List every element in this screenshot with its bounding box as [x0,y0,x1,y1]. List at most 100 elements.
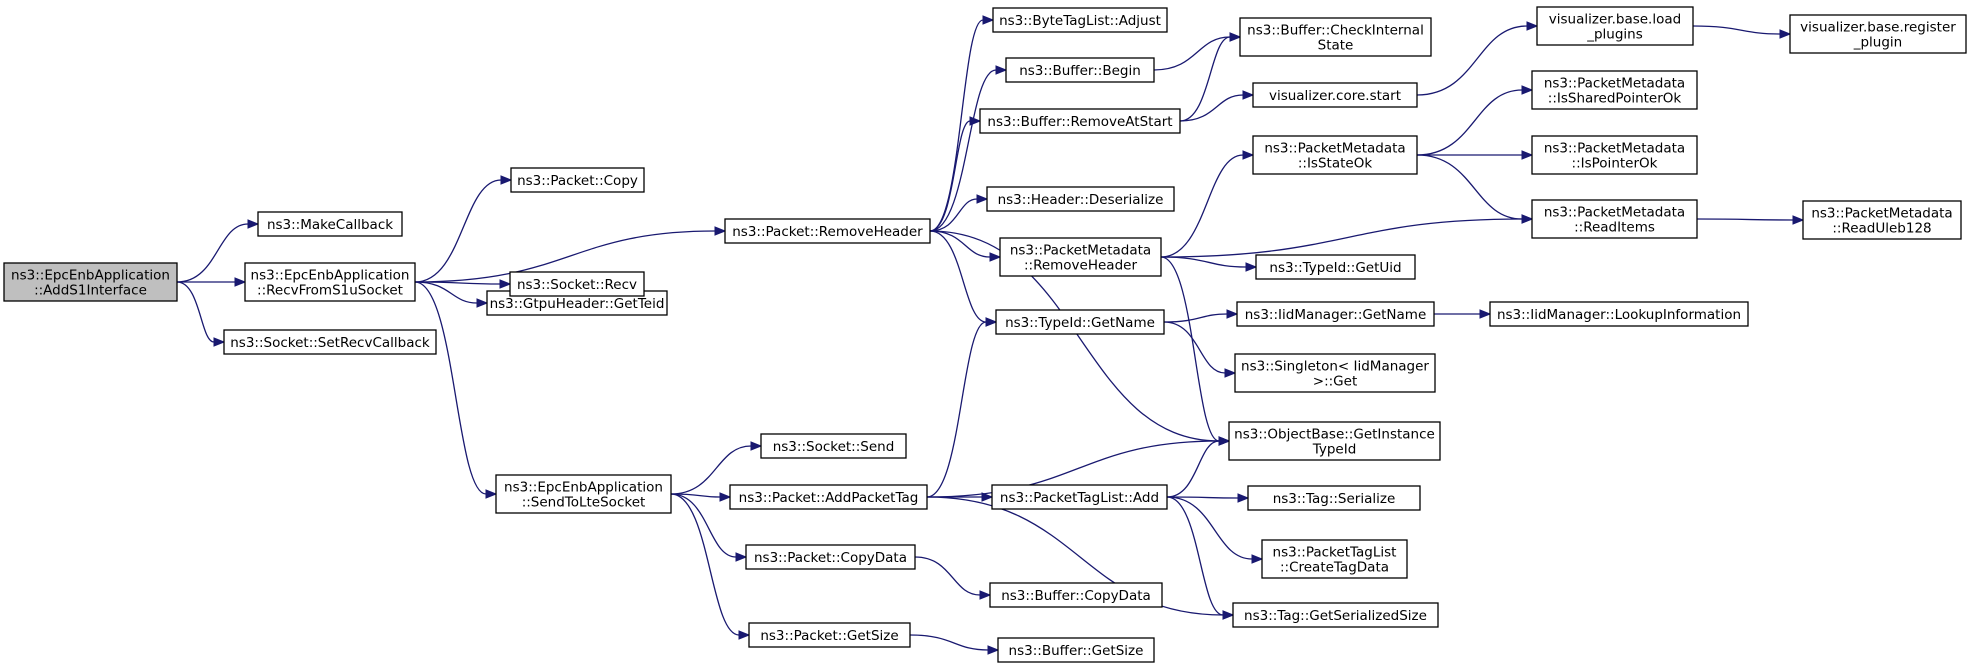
edge-line [414,281,487,495]
call-edge [1166,436,1231,498]
call-edge [1696,215,1805,225]
node-box [510,167,645,193]
graph-node[interactable]: ns3::PacketMetadata::IsPointerOk [1531,135,1698,175]
node-box [979,108,1181,134]
graph-node[interactable]: ns3::Buffer::CopyData [989,582,1163,608]
node-label: ns3::Packet::Copy [517,173,638,189]
graph-node[interactable]: ns3::PacketMetadata::IsSharedPointerOk [1531,70,1698,110]
graph-node[interactable]: ns3::Buffer::GetSize [997,637,1155,663]
node-box [729,484,928,510]
call-edge [1416,21,1539,96]
node-box [999,237,1162,277]
node-box [509,271,645,297]
node-box [991,484,1168,510]
edge-line [1416,154,1523,220]
graph-node[interactable]: ns3::Socket::Send [760,433,907,459]
edge-line [1160,256,1220,442]
edge-line [414,230,716,283]
graph-node[interactable]: ns3::PacketMetadata::ReadUleb128 [1802,200,1962,240]
arrowhead-icon [1521,150,1534,160]
node-label: ::ReadUleb128 [1832,221,1931,237]
node-box [1252,135,1418,175]
arrowhead-icon [1792,215,1805,225]
call-edge [670,493,751,640]
edge-line [670,445,752,495]
edge-line [1163,321,1226,374]
node-label: ns3::Packet::AddPacketTag [739,490,919,506]
call-edge [176,277,247,287]
arrowhead-icon [1242,150,1255,160]
graph-node[interactable]: ns3::Tag::Serialize [1247,485,1421,511]
node-label: ns3::MakeCallback [267,217,393,233]
arrowhead-icon [485,489,498,499]
node-label: ns3::Tag::GetSerializedSize [1244,608,1427,624]
edge-line [1166,440,1220,498]
graph-node[interactable]: ns3::IidManager::GetName [1236,301,1435,327]
arrowhead-icon [1222,610,1235,620]
node-box [760,433,907,459]
node-box [986,186,1175,212]
graph-node[interactable]: ns3::Buffer::Begin [1005,57,1155,83]
node-box [724,218,931,244]
edge-line [1696,218,1794,221]
node-label: ns3::PacketTagList [1273,545,1397,561]
graph-node[interactable]: ns3::TypeId::GetName [995,309,1165,335]
edge-layer [176,15,1805,655]
graph-node[interactable]: ns3::IidManager::LookupInformation [1489,301,1749,327]
arrowhead-icon [500,175,513,185]
graph-node[interactable]: ns3::ByteTagList::Adjust [992,7,1168,33]
node-label: ns3::EpcEnbApplication [11,268,170,284]
graph-node[interactable]: ns3::Packet::CopyData [745,544,916,570]
graph-node[interactable]: ns3::Socket::Recv [509,271,645,297]
edge-line [929,230,987,323]
graph-node[interactable]: visualizer.base.load_plugins [1536,6,1694,46]
graph-node[interactable]: ns3::Header::Deserialize [986,186,1175,212]
graph-node[interactable]: ns3::Tag::GetSerializedSize [1232,602,1439,628]
node-box [1531,199,1698,239]
node-label: ns3::TypeId::GetName [1005,315,1155,331]
node-label: _plugins [1586,27,1643,43]
graph-node[interactable]: ns3::Socket::SetRecvCallback [223,329,437,355]
node-box [989,582,1163,608]
graph-node[interactable]: ns3::PacketMetadata::ReadItems [1531,199,1698,239]
node-box [1247,485,1421,511]
arrowhead-icon [995,65,1008,75]
graph-node[interactable]: ns3::EpcEnbApplication::SendToLteSocket [495,474,672,514]
graph-node[interactable]: visualizer.core.start [1252,82,1418,108]
graph-node[interactable]: ns3::EpcEnbApplication::RecvFromS1uSocke… [244,262,416,302]
graph-node[interactable]: ns3::MakeCallback [257,211,403,237]
arrowhead-icon [247,219,260,229]
graph-node[interactable]: ns3::Packet::AddPacketTag [729,484,928,510]
arrowhead-icon [1229,32,1242,42]
call-edge [1179,90,1255,122]
graph-node[interactable]: ns3::Singleton< IidManager>::Get [1234,353,1436,393]
graph-node[interactable]: ns3::Packet::Copy [510,167,645,193]
call-edge [1166,493,1250,503]
node-box [997,637,1155,663]
call-edge [1153,32,1242,71]
node-label: ns3::IidManager::GetName [1245,307,1427,323]
graph-node[interactable]: visualizer.base.register_plugin [1789,14,1967,54]
arrowhead-icon [987,645,1000,655]
call-edge [1179,32,1242,122]
node-box [992,7,1168,33]
call-edge [1166,496,1264,564]
graph-node[interactable]: ns3::PacketMetadata::IsStateOk [1252,135,1418,175]
graph-node[interactable]: ns3::PacketTagList::CreateTagData [1261,539,1408,579]
graph-node[interactable]: ns3::Buffer::RemoveAtStart [979,108,1181,134]
node-label: ::IsStateOk [1298,156,1372,172]
graph-node[interactable]: ns3::TypeId::GetUid [1255,254,1416,280]
edge-line [1416,25,1528,96]
node-label: ns3::Tag::Serialize [1273,491,1396,507]
graph-node[interactable]: ns3::Packet::GetSize [748,622,911,648]
graph-node[interactable]: ns3::PacketMetadata::RemoveHeader [999,237,1162,277]
edge-line [926,496,1224,616]
call-edge [909,634,1000,655]
arrowhead-icon [234,277,247,287]
graph-node[interactable]: ns3::PacketTagList::Add [991,484,1168,510]
graph-node[interactable]: ns3::Packet::RemoveHeader [724,218,931,244]
arrowhead-icon [1251,554,1264,564]
edge-line [176,281,215,343]
